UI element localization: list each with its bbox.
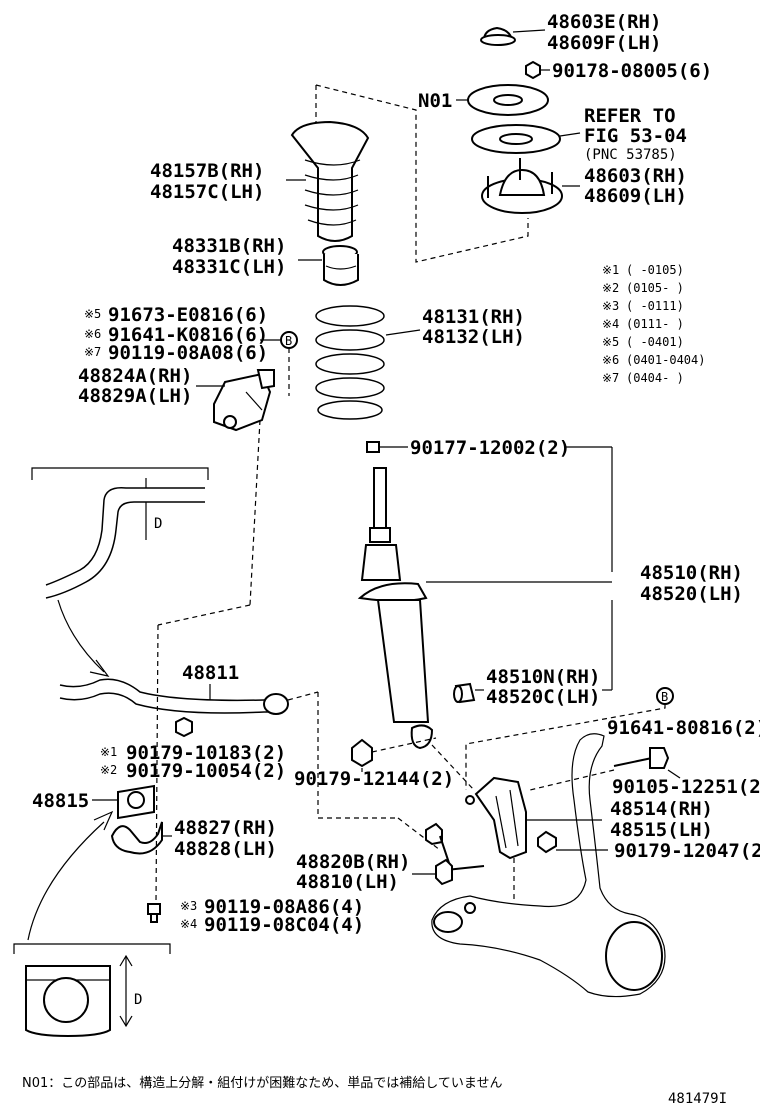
strut-support	[481, 158, 563, 214]
label-n01: N01	[418, 90, 452, 112]
svg-text:※3: ※3	[602, 299, 619, 313]
shock-bushing	[453, 682, 476, 704]
marker-5: ※5	[84, 307, 101, 321]
bushing-clamp	[110, 821, 163, 855]
stabilizer-bracket	[213, 369, 275, 432]
marker-6: ※6	[84, 327, 101, 341]
date-legend: ※1 ( -0105) ※2 (0105- ) ※3 ( -0111) ※4 (…	[602, 263, 705, 385]
n01-plate	[467, 84, 549, 116]
label-nut1: 90179-10183(2)	[126, 742, 286, 764]
label-bumper-rh: 48331B(RH)	[172, 235, 286, 257]
svg-text:( -0105): ( -0105)	[626, 263, 684, 277]
label-bolt5: 91673-E0816(6)	[108, 304, 268, 326]
label-shock-rh: 48510(RH)	[640, 562, 743, 584]
diagram-id: 481479I	[668, 1091, 727, 1107]
label-bolt3: 90119-08A86(4)	[204, 896, 364, 918]
dust-boot	[290, 120, 370, 242]
marker-1: ※1	[100, 745, 117, 759]
label-boot-lh: 48157C(LH)	[150, 181, 264, 203]
dim-d-bottom: D	[134, 992, 142, 1008]
marker-7: ※7	[84, 345, 101, 359]
stabilizer-detail: D	[31, 467, 209, 677]
label-clamp-lh: 48828(LH)	[174, 838, 277, 860]
svg-text:(0401-0404): (0401-0404)	[626, 353, 705, 367]
label-support-lh: 48609(LH)	[584, 185, 687, 207]
dim-d-top: D	[154, 516, 162, 532]
svg-text:※5: ※5	[602, 335, 619, 349]
label-bolt-b: 91641-80816(2)	[607, 717, 760, 739]
marker-4: ※4	[180, 917, 197, 931]
label-bolt7: 90119-08A08(6)	[108, 342, 268, 364]
label-spring-rh: 48131(RH)	[422, 306, 525, 328]
svg-text:※7: ※7	[602, 371, 619, 385]
svg-text:※1: ※1	[602, 263, 619, 277]
label-bracket-lh: 48829A(LH)	[78, 385, 192, 407]
label-bolt-lower: 90105-12251(2)	[612, 776, 760, 798]
rod-nut	[366, 441, 380, 453]
label-clamp-rh: 48827(RH)	[174, 817, 277, 839]
bump-stopper	[322, 245, 359, 286]
stabilizer-link	[425, 822, 485, 886]
marker-2: ※2	[100, 763, 117, 777]
stabilizer-bar	[59, 678, 289, 715]
svg-text:(0404- ): (0404- )	[626, 371, 684, 385]
label-spring-lh: 48132(LH)	[422, 326, 525, 348]
label-boot-rh: 48157B(RH)	[150, 160, 264, 182]
label-bolt6: 91641-K0816(6)	[108, 324, 268, 346]
label-bumper-lh: 48331C(LH)	[172, 256, 286, 278]
label-bushing: 48815	[32, 790, 89, 812]
label-nut-rod: 90177-12002(2)	[410, 437, 570, 459]
svg-text:(0105- ): (0105- )	[626, 281, 684, 295]
steering-knuckle	[431, 733, 666, 998]
svg-text:B: B	[285, 334, 292, 348]
svg-text:B: B	[661, 690, 668, 704]
svg-text:(0111- ): (0111- )	[626, 317, 684, 331]
bushing-detail: D	[13, 943, 171, 1038]
label-shock2-lh: 48520C(LH)	[486, 686, 600, 708]
svg-text:※4: ※4	[602, 317, 619, 331]
label-shock-lh: 48520(LH)	[640, 583, 743, 605]
svg-text:※2: ※2	[602, 281, 619, 295]
nut-top	[525, 60, 541, 80]
coil-spring	[315, 305, 385, 420]
svg-text:( -0111): ( -0111)	[626, 299, 684, 313]
refer-plate	[471, 124, 561, 154]
fork-nut	[537, 830, 557, 854]
footnote: N01：この部品は、構造上分解・組付けが困難なため、単品では補給していません	[22, 1075, 503, 1091]
label-fork-lh: 48515(LH)	[610, 819, 713, 841]
label-fork-rh: 48514(RH)	[610, 798, 713, 820]
marker-3: ※3	[180, 899, 197, 913]
top-mount-cap	[480, 26, 516, 46]
label-nut2: 90179-10054(2)	[126, 760, 286, 782]
svg-text:※6: ※6	[602, 353, 619, 367]
label-link-rh: 48820B(RH)	[296, 851, 410, 873]
label-refer-2: FIG 53-04	[584, 125, 687, 147]
ref-b-top: B	[280, 331, 298, 349]
label-shock2-rh: 48510N(RH)	[486, 666, 600, 688]
label-support-rh: 48603(RH)	[584, 165, 687, 187]
label-nut-lower: 90179-12144(2)	[294, 768, 454, 790]
bar-nut	[175, 716, 193, 738]
label-link-lh: 48810(LH)	[296, 871, 399, 893]
label-bracket-rh: 48824A(RH)	[78, 365, 192, 387]
label-refer-1: REFER TO	[584, 105, 676, 127]
bracket-bolt	[147, 903, 161, 923]
label-stabilizer: 48811	[182, 662, 239, 684]
label-nut-fork: 90179-12047(2)	[614, 840, 760, 862]
shock-fork	[465, 776, 527, 860]
label-refer-3: (PNC 53785)	[584, 147, 677, 163]
label-nut-top: 90178-08005(6)	[552, 60, 712, 82]
label-bolt4: 90119-08C04(4)	[204, 914, 364, 936]
shock-absorber	[357, 467, 434, 750]
svg-text:( -0401): ( -0401)	[626, 335, 684, 349]
lower-shock-nut	[351, 738, 373, 768]
lower-bolt	[613, 747, 670, 769]
ref-b-bottom: B	[656, 687, 674, 705]
label-top-mount-lh: 48609F(LH)	[547, 32, 661, 54]
stabilizer-bushing	[117, 784, 155, 820]
label-top-mount-rh: 48603E(RH)	[547, 11, 661, 33]
